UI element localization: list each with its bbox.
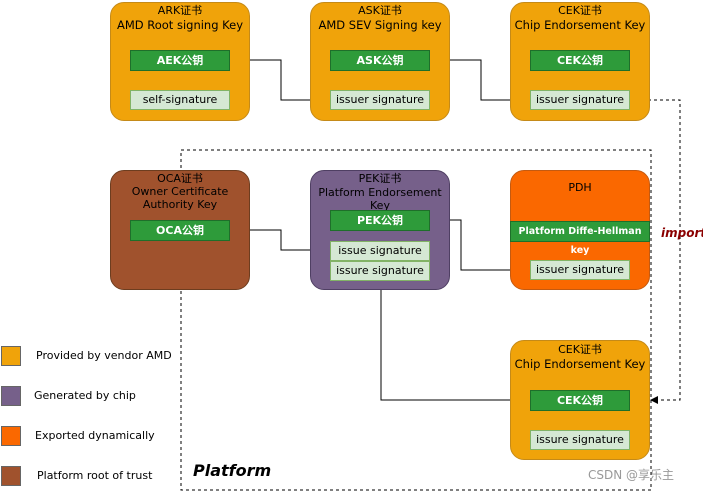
arrow-ask-to-cek: [430, 59, 531, 104]
cek-bottom-public-key: CEK公钥: [530, 390, 630, 411]
arrow-import: [630, 99, 681, 404]
cek-bottom-title-short: CEK证书: [558, 343, 602, 356]
platform-region: [180, 149, 652, 491]
oca-public-key: OCA公钥: [130, 220, 230, 241]
watermark-text: CSDN @享乐主: [588, 468, 675, 482]
oca-title-short: OCA证书: [157, 172, 203, 185]
legend-swatch-chip: [1, 386, 21, 406]
arrow-cek-to-pek: [377, 281, 530, 401]
oca-title-line2: Owner Certificate: [131, 185, 229, 198]
ark-title-short: ARK证书: [157, 4, 203, 17]
cek-bottom-issure-signature: issure signature: [530, 430, 630, 450]
pdh-title: PDH: [568, 181, 592, 194]
cek-top-title-long: Chip Endorsement Key: [514, 18, 646, 32]
ask-issuer-signature: issuer signature: [330, 90, 430, 110]
platform-label: Platform: [193, 461, 272, 480]
pek-public-key: PEK公钥: [330, 210, 430, 231]
aek-public-key: AEK公钥: [130, 50, 230, 71]
import-label: import: [661, 226, 703, 240]
arrow-aek-to-ask: [230, 59, 331, 104]
legend-swatch-vendor: [1, 346, 21, 366]
arrow-oca-to-pek: [230, 229, 331, 254]
pdh-key: Platform Diffe-Hellman key: [510, 221, 650, 256]
ask-title-short: ASK证书: [358, 4, 402, 17]
cek-top-public-key: CEK公钥: [530, 50, 630, 71]
cek-top-title-short: CEK证书: [558, 4, 602, 17]
legend-label-chip: Generated by chip: [34, 389, 136, 402]
legend-label-exported: Exported dynamically: [35, 429, 155, 442]
oca-title-line3: Authority Key: [142, 198, 218, 211]
legend-swatch-root: [1, 466, 21, 486]
pek-title-short: PEK证书: [358, 172, 402, 185]
pek-issue-signature: issue signature: [330, 241, 430, 261]
ask-public-key: ASK公钥: [330, 50, 430, 71]
legend-swatch-exported: [1, 426, 21, 446]
legend-label-root: Platform root of trust: [37, 469, 153, 482]
pdh-issuer-signature: issuer signature: [530, 260, 630, 280]
ask-title-long: AMD SEV Signing key: [318, 18, 442, 32]
pek-issure-signature: issure signature: [330, 261, 430, 281]
legend-label-vendor: Provided by vendor AMD: [36, 349, 172, 362]
ark-self-signature: self-signature: [130, 90, 230, 110]
cek-top-issuer-signature: issuer signature: [530, 90, 630, 110]
pek-title-long: Platform Endorsement Key: [318, 186, 442, 212]
cek-bottom-title-long: Chip Endorsement Key: [514, 357, 646, 371]
ark-title-long: AMD Root signing Key: [116, 18, 244, 32]
